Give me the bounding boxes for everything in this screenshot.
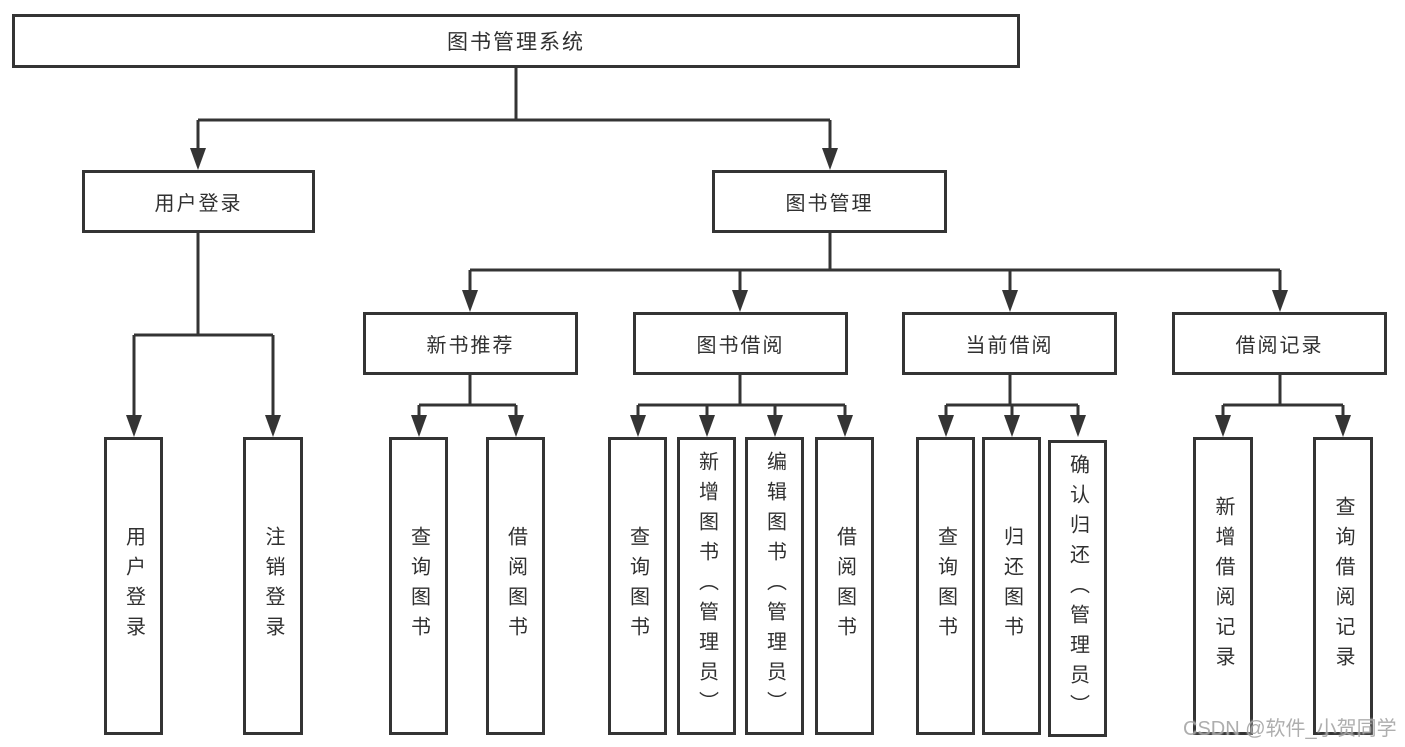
leaf-query-books-borrow-label: 查询图书 bbox=[626, 526, 649, 646]
node-new-book-recommend-label: 新书推荐 bbox=[426, 335, 515, 357]
leaf-confirm-return-admin-label: 确认归还（管理员） bbox=[1066, 453, 1089, 724]
leaf-add-book-admin: 新增图书（管理员） bbox=[677, 437, 736, 735]
leaf-query-books-current-label: 查询图书 bbox=[934, 526, 957, 646]
leaf-confirm-return-admin: 确认归还（管理员） bbox=[1048, 440, 1107, 737]
leaf-borrow-books-recommend-label: 借阅图书 bbox=[504, 526, 527, 646]
edge-book-management bbox=[468, 233, 1282, 292]
leaf-logout-label: 注销登录 bbox=[262, 526, 284, 646]
node-borrow-records-label: 借阅记录 bbox=[1235, 335, 1324, 357]
node-current-borrow-label: 当前借阅 bbox=[965, 335, 1054, 357]
leaf-logout: 注销登录 bbox=[243, 437, 303, 735]
leaf-user-login-label: 用户登录 bbox=[122, 526, 145, 646]
node-user-login-label: 用户登录 bbox=[154, 193, 243, 215]
leaf-add-borrow-record-label: 新增借阅记录 bbox=[1212, 496, 1234, 676]
node-book-borrow: 图书借阅 bbox=[633, 312, 848, 375]
edge-book-borrow bbox=[636, 375, 847, 417]
edge-new-book-recommend bbox=[417, 375, 518, 417]
node-root: 图书管理系统 bbox=[12, 14, 1020, 68]
leaf-user-login: 用户登录 bbox=[104, 437, 163, 735]
leaf-query-books-borrow: 查询图书 bbox=[608, 437, 667, 735]
csdn-watermark: CSDN @软件_小贺同学 bbox=[1183, 718, 1397, 740]
node-borrow-records: 借阅记录 bbox=[1172, 312, 1387, 375]
edge-user-login bbox=[132, 233, 275, 417]
leaf-return-books: 归还图书 bbox=[982, 437, 1041, 735]
arrowheads bbox=[126, 148, 1351, 437]
leaf-query-borrow-record-label: 查询借阅记录 bbox=[1332, 496, 1354, 676]
leaf-borrow-books-label: 借阅图书 bbox=[833, 526, 856, 646]
leaf-return-books-label: 归还图书 bbox=[1000, 526, 1023, 646]
node-root-label: 图书管理系统 bbox=[447, 31, 585, 54]
node-current-borrow: 当前借阅 bbox=[902, 312, 1117, 375]
leaf-edit-book-admin-label: 编辑图书（管理员） bbox=[763, 451, 786, 721]
leaf-query-books-recommend-label: 查询图书 bbox=[407, 526, 430, 646]
leaf-borrow-books: 借阅图书 bbox=[815, 437, 874, 735]
leaf-add-book-admin-label: 新增图书（管理员） bbox=[695, 451, 718, 721]
leaf-query-books-current: 查询图书 bbox=[916, 437, 975, 735]
leaf-add-borrow-record: 新增借阅记录 bbox=[1193, 437, 1253, 735]
leaf-query-borrow-record: 查询借阅记录 bbox=[1313, 437, 1373, 735]
leaf-borrow-books-recommend: 借阅图书 bbox=[486, 437, 545, 735]
edge-borrow-records bbox=[1221, 375, 1345, 417]
node-book-management: 图书管理 bbox=[712, 170, 947, 233]
leaf-edit-book-admin: 编辑图书（管理员） bbox=[745, 437, 804, 735]
node-book-borrow-label: 图书借阅 bbox=[696, 335, 785, 357]
edge-current-borrow bbox=[944, 375, 1080, 417]
node-new-book-recommend: 新书推荐 bbox=[363, 312, 578, 375]
node-book-management-label: 图书管理 bbox=[785, 193, 874, 215]
node-user-login: 用户登录 bbox=[82, 170, 315, 233]
edge-root bbox=[196, 68, 832, 150]
leaf-query-books-recommend: 查询图书 bbox=[389, 437, 448, 735]
